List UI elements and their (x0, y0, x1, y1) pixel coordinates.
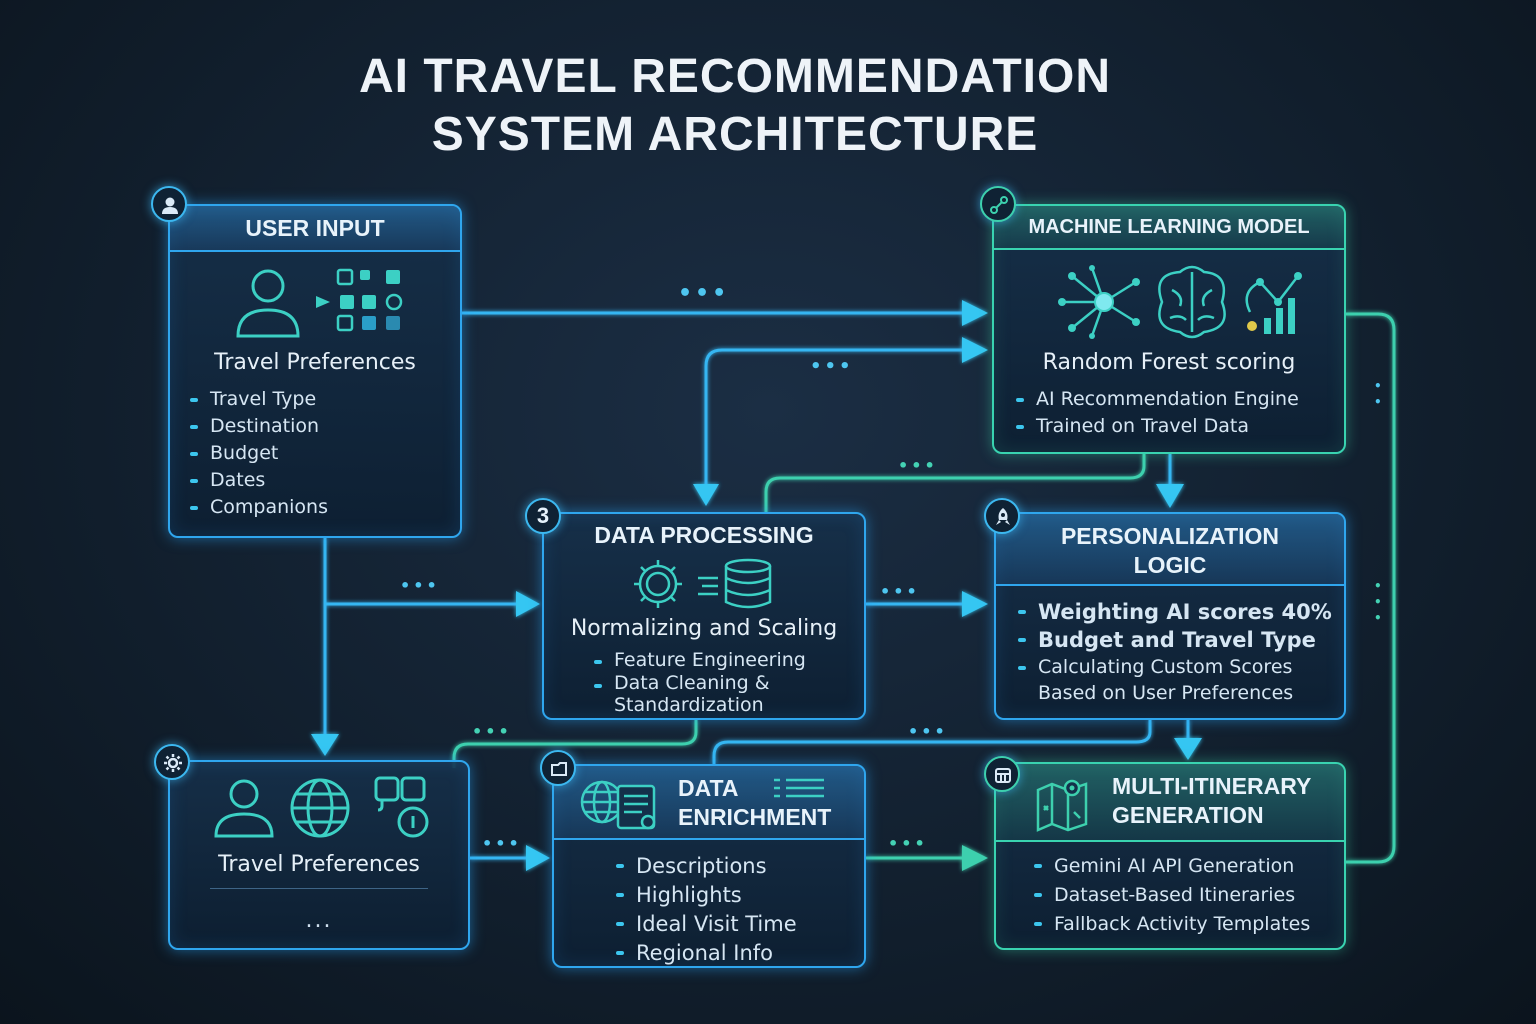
ml-badge (980, 186, 1016, 222)
rocket-icon (996, 508, 1010, 525)
dots-ellipsis: ••• (678, 281, 730, 306)
data-processing-header: DATA PROCESSING (594, 522, 814, 548)
data-enrichment-list: Descriptions Highlights Ideal Visit Time… (616, 852, 797, 968)
ml-model-subtitle: Random Forest scoring (1042, 350, 1296, 375)
enrichment-badge (540, 750, 576, 786)
personalization-card: PERSONALIZATION LOGIC Weighting AI score… (994, 512, 1346, 720)
data-processing-subtitle: Normalizing and Scaling (570, 616, 838, 641)
dots-ellipsis: ••• (898, 456, 938, 475)
list-item: Descriptions (616, 852, 797, 881)
dots-ellipsis: ••• (400, 576, 440, 595)
user-form-icon (236, 268, 403, 338)
ellipsis-text: ... (305, 908, 333, 933)
dots-vertical: ••• (1374, 579, 1385, 625)
data-enrichment-header-line2: ENRICHMENT (678, 804, 832, 830)
diagram-title-line1: AI TRAVEL RECOMMENDATION (359, 50, 1111, 103)
list-item: Ideal Visit Time (616, 910, 797, 939)
network-icon (990, 196, 1008, 214)
arrowhead (962, 300, 988, 326)
data-processing-card: DATA PROCESSING Normalizing and Scaling … (542, 512, 866, 720)
gear-icon (164, 754, 182, 772)
folder-icon (551, 762, 567, 776)
list-item: Fallback Activity Templates (1034, 910, 1310, 939)
data-processing-list: Feature Engineering Data Cleaning & Stan… (594, 648, 844, 716)
data-enrichment-header-line1: DATA (678, 775, 739, 801)
rocket-badge (984, 498, 1020, 534)
list-item: Calculating Custom Scores Based on User … (1018, 654, 1338, 706)
list-item: Budget and Travel Type (1018, 626, 1338, 654)
arrowhead-to-data-processing (693, 484, 719, 506)
ml-model-list: AI Recommendation Engine Trained on Trav… (1016, 386, 1299, 440)
line-ml-to-dataproc (764, 454, 1146, 514)
list-item: AI Recommendation Engine (1016, 386, 1299, 413)
list-item: Regional Info (616, 939, 797, 968)
multi-itinerary-list: Gemini AI API Generation Dataset-Based I… (1034, 852, 1310, 939)
dots-ellipsis: ••• (472, 722, 512, 741)
personalization-header: PERSONALIZATION LOGIC (996, 514, 1344, 586)
list-item: Gemini AI API Generation (1034, 852, 1310, 881)
ml-model-card: MACHINE LEARNING MODEL Random Forest sco… (992, 204, 1346, 454)
user-input-card: USER INPUT Travel Preferences Travel Typ… (168, 204, 462, 538)
list-item: Travel Type (190, 386, 328, 413)
itinerary-badge (984, 756, 1020, 792)
dots-ellipsis: ••• (810, 356, 854, 377)
list-item: Dates (190, 467, 328, 494)
list-item: Budget (190, 440, 328, 467)
list-item: Feature Engineering (594, 648, 844, 672)
travel-preferences-subtitle: Travel Preferences (218, 852, 420, 877)
dots-ellipsis: ••• (482, 834, 522, 853)
divider (210, 888, 428, 889)
calendar-icon (995, 768, 1011, 783)
line-personalization-to-enrichment (712, 720, 1152, 764)
line-dataproc-to-enrichment (452, 720, 698, 768)
list-item: Companions (190, 494, 328, 521)
list-item: Trained on Travel Data (1016, 413, 1299, 440)
dots-vertical: •• (1374, 379, 1385, 409)
multi-itinerary-header-line2: GENERATION (1112, 802, 1264, 828)
user-globe-options-icons (214, 776, 429, 838)
user-input-header: USER INPUT (170, 206, 460, 252)
line-right-loop (1346, 312, 1396, 864)
user-input-subtitle: Travel Preferences (214, 350, 416, 375)
list-item: Data Cleaning & Standardization (594, 672, 844, 716)
settings-badge (154, 744, 190, 780)
dots-ellipsis: ••• (908, 722, 948, 741)
user-icon (162, 197, 178, 214)
map-pin-icon (1036, 779, 1088, 832)
ml-model-header: MACHINE LEARNING MODEL (994, 206, 1344, 250)
diagram-title-line2: SYSTEM ARCHITECTURE (431, 108, 1039, 161)
user-badge (151, 186, 187, 222)
user-input-list: Travel Type Destination Budget Dates Com… (190, 386, 328, 521)
list-item: Destination (190, 413, 328, 440)
data-enrichment-title: DATA ENRICHMENT (678, 774, 831, 832)
list-icon (774, 778, 824, 798)
personalization-header-line2: LOGIC (1133, 552, 1207, 578)
multi-itinerary-header-line1: MULTI-ITINERARY (1112, 773, 1312, 799)
dots-ellipsis: ••• (888, 834, 928, 853)
travel-preferences-card: Travel Preferences ... (168, 760, 470, 950)
list-item: Dataset-Based Itineraries (1034, 881, 1310, 910)
list-item: Highlights (616, 881, 797, 910)
neural-brain-chart-icons (1058, 265, 1302, 339)
dots-ellipsis: ••• (880, 582, 920, 601)
data-enrichment-card: DATA ENRICHMENT Descriptions Highlights … (552, 764, 866, 968)
arrow-loop-to-ml (704, 348, 962, 486)
personalization-list: Weighting AI scores 40% Budget and Trave… (1018, 598, 1338, 706)
multi-itinerary-title: MULTI-ITINERARY GENERATION (1112, 772, 1311, 830)
list-item: Weighting AI scores 40% (1018, 598, 1338, 626)
globe-document-icon (580, 780, 656, 830)
multi-itinerary-card: MULTI-ITINERARY GENERATION Gemini AI API… (994, 762, 1346, 950)
step-number-badge: 3 (525, 498, 561, 534)
multi-itinerary-header: MULTI-ITINERARY GENERATION (996, 764, 1344, 842)
gear-database-icon (634, 558, 772, 609)
data-enrichment-header: DATA ENRICHMENT (554, 766, 864, 840)
personalization-header-line1: PERSONALIZATION (1060, 523, 1280, 549)
